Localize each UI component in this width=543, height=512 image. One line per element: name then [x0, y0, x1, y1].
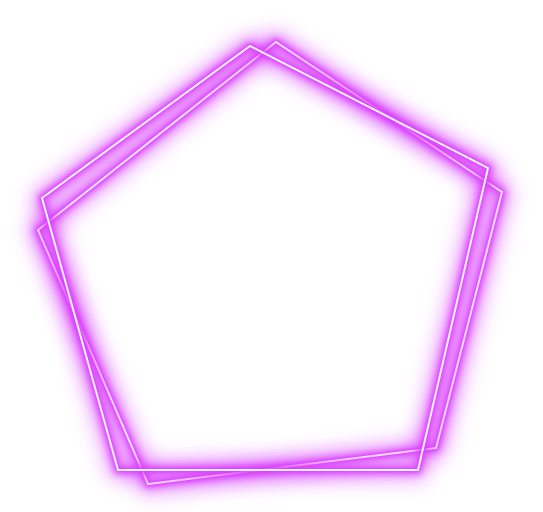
neon-pentagon-back [31, 35, 499, 479]
